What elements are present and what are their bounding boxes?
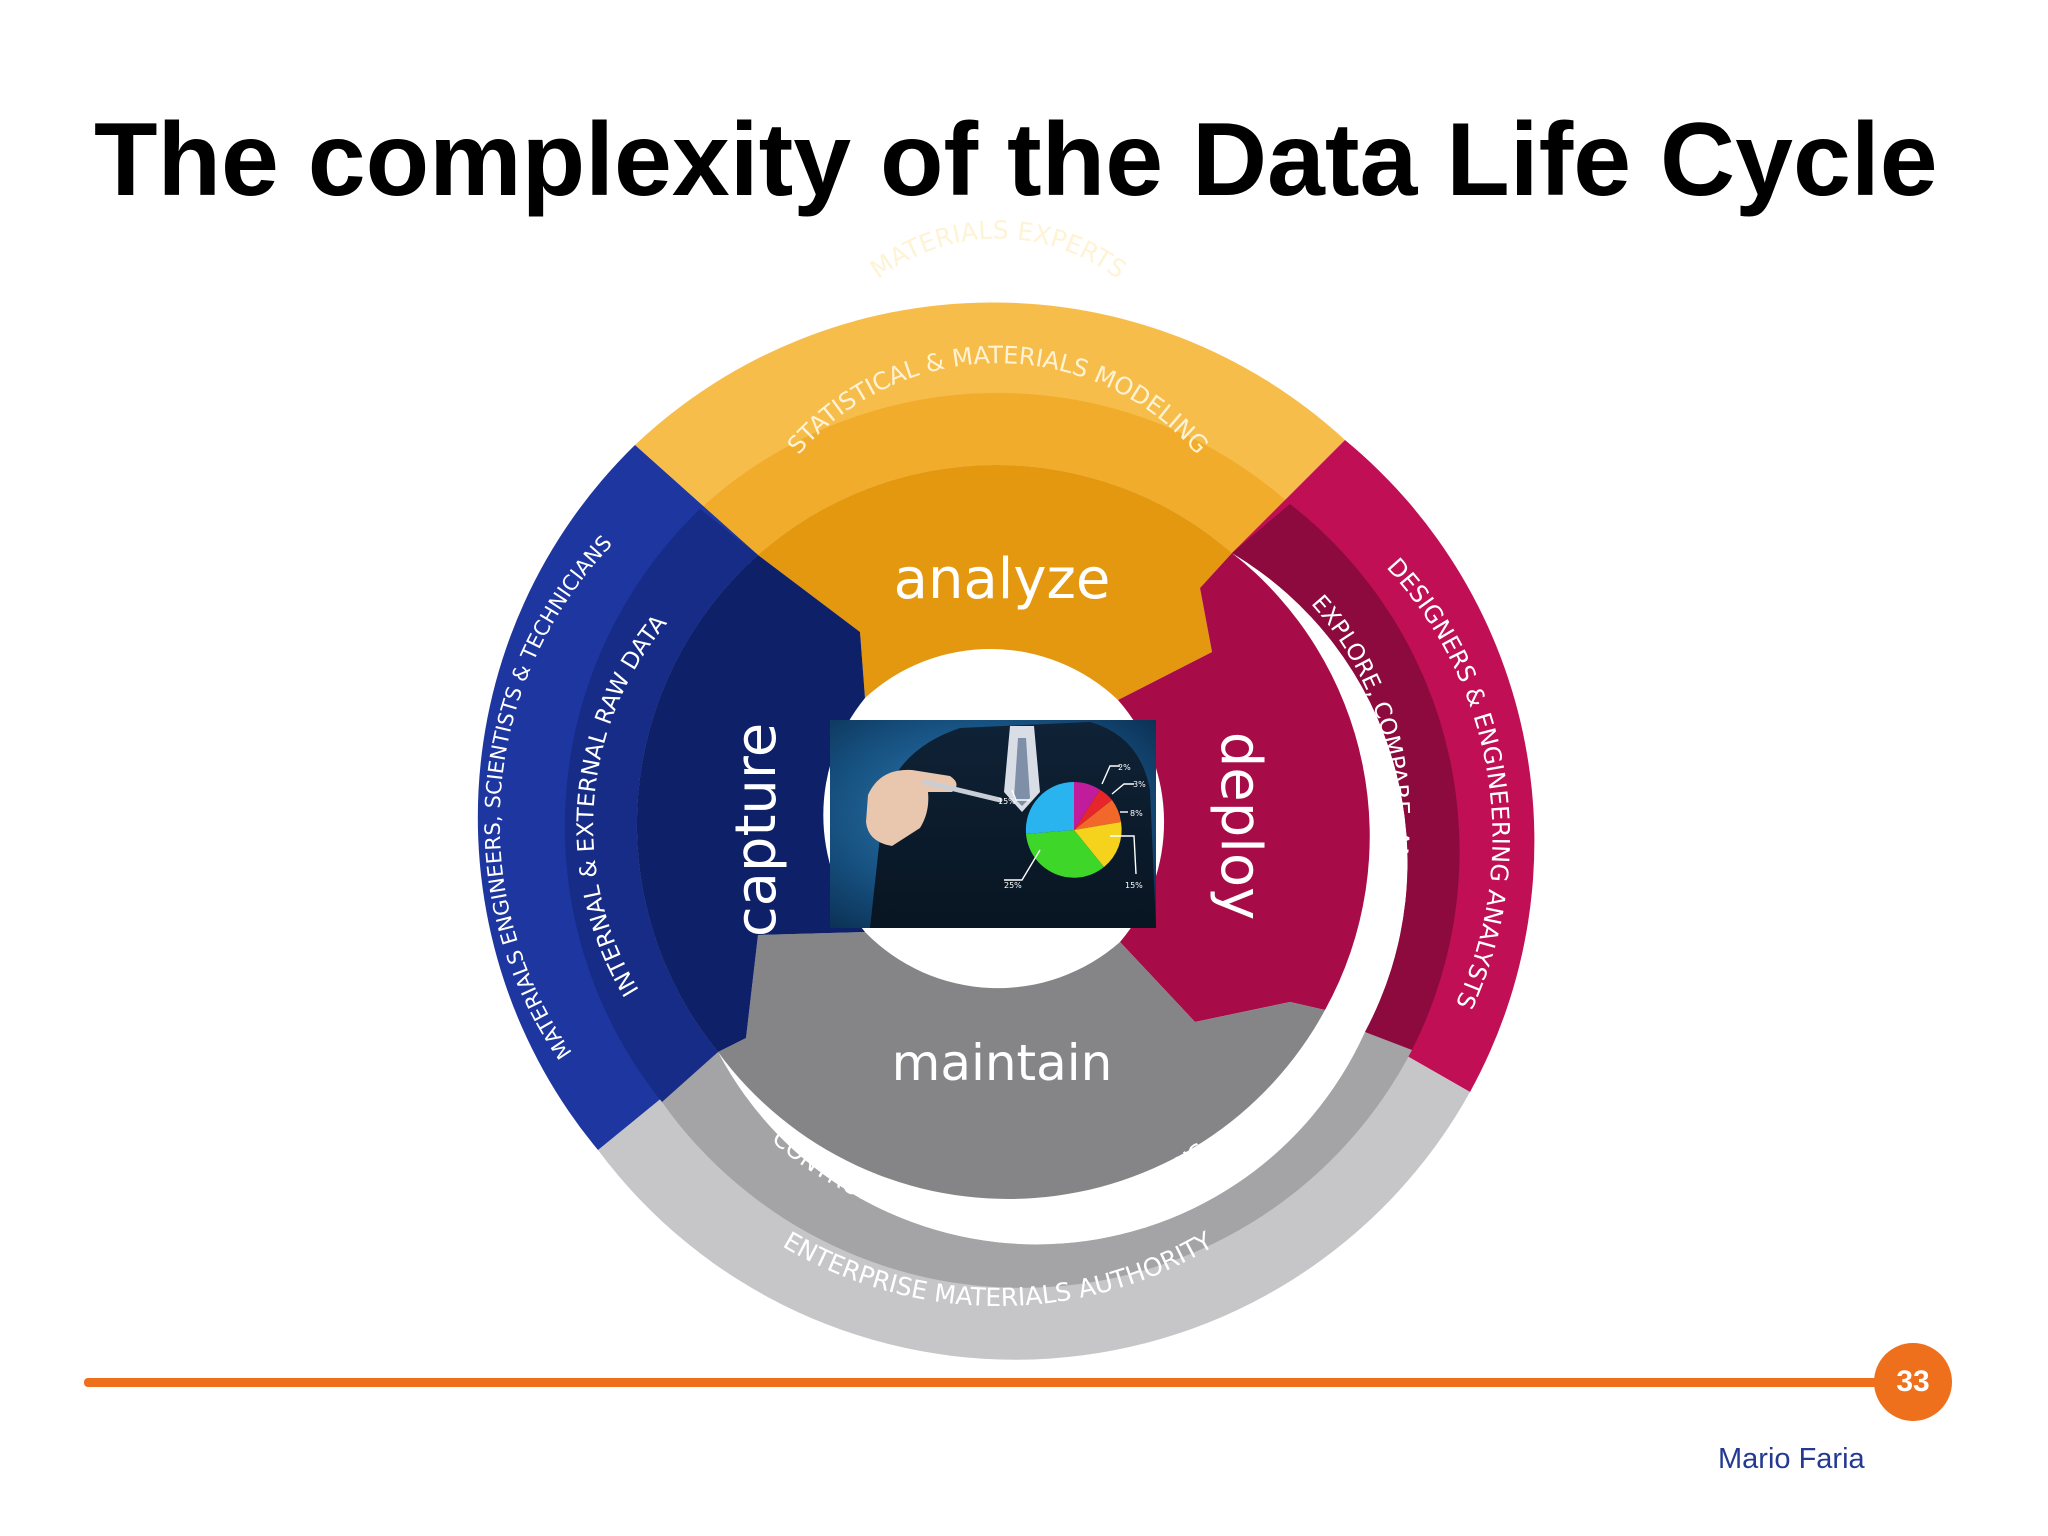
- page-number-badge: 33: [1874, 1343, 1952, 1421]
- author-name: Mario Faria: [1718, 1443, 1865, 1475]
- stage-label-deploy: deploy: [1208, 732, 1273, 921]
- stage-label-maintain: maintain: [892, 1034, 1113, 1092]
- segment-capture: [477, 445, 865, 1150]
- businessman-figure: [870, 722, 1156, 928]
- segment-deploy: [1118, 440, 1535, 1092]
- analyze-stage-band: [758, 464, 1232, 700]
- pen-shape: [922, 779, 1003, 803]
- pie-label-4: 25%: [1004, 881, 1022, 890]
- capture-stage-band: [636, 555, 865, 1052]
- maintain-middle-band: [662, 1032, 1412, 1288]
- maintain-outer-band: [598, 1032, 1470, 1360]
- maintain-stage-band: [718, 932, 1325, 1199]
- pie-label-5: 15%: [1125, 881, 1143, 890]
- center-photo: 2% 3% 8% 25% 15% 15%: [830, 720, 1156, 928]
- capture-middle-band: [564, 509, 758, 1102]
- group-label-analyze: MATERIALS EXPERTS: [865, 215, 1132, 284]
- segment-analyze: [635, 302, 1345, 700]
- slide-title: The complexity of the Data Life Cycle: [94, 102, 1938, 218]
- footer-divider: [84, 1378, 1914, 1387]
- pie-chart-icon: [1025, 781, 1122, 878]
- stage-label-analyze: analyze: [894, 547, 1111, 612]
- pie-label-6: 15%: [998, 797, 1016, 806]
- segment-maintain: [598, 932, 1470, 1360]
- stage-label-capture: capture: [724, 723, 789, 937]
- pie-label-2: 3%: [1133, 780, 1146, 789]
- deploy-stage-band: [1118, 553, 1370, 1022]
- hand-shape: [866, 769, 957, 846]
- pie-label-1: 2%: [1118, 763, 1131, 772]
- pie-label-3: 8%: [1130, 809, 1143, 818]
- deploy-middle-band: [1232, 504, 1460, 1050]
- analyze-middle-band: [700, 392, 1290, 555]
